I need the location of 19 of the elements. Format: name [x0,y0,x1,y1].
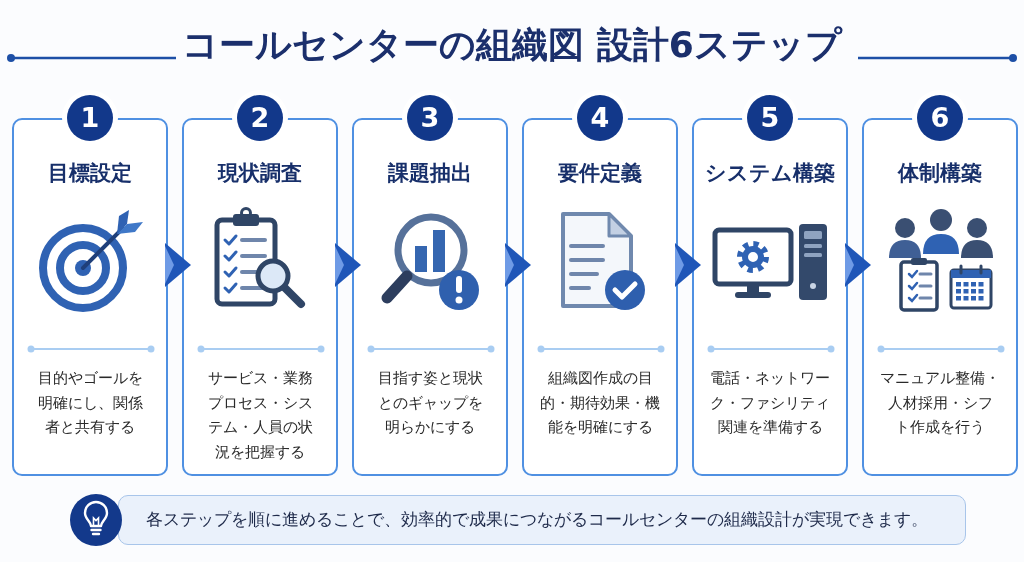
step-description: 目的やゴールを明確にし、関係者と共有する [36,369,144,437]
step-description: マニュアル整備・人材採用・シフト作成を行う [879,369,1001,437]
step-description: 目指す姿と現状とのギャップを明らかにする [376,369,484,437]
step-description: 組織図作成の目的・期待効果・機能を明確にする [539,369,661,437]
step-title: システム構築 [705,160,835,187]
step-description: サービス・業務プロセス・システム・人員の状況を把握する [206,369,314,462]
title: コールセンターの組織図 設計6ステップ [182,23,842,67]
step-title: 現状調査 [218,160,302,187]
chevron-arrow [845,243,871,287]
step-title: 課題抽出 [388,160,472,187]
chevron-arrow [165,243,191,287]
step-title: 要件定義 [558,160,642,187]
chevron-arrow [675,243,701,287]
step-title: 体制構築 [898,160,982,187]
chevron-arrow [505,243,531,287]
step-description: 電話・ネットワーク・ファシリティ関連を準備する [709,369,831,437]
note-banner: 各ステップを順に進めることで、効率的で成果につながるコールセンターの組織設計が実現できます。 [118,495,966,545]
chevron-arrow [335,243,361,287]
step-title: 目標設定 [48,160,132,187]
